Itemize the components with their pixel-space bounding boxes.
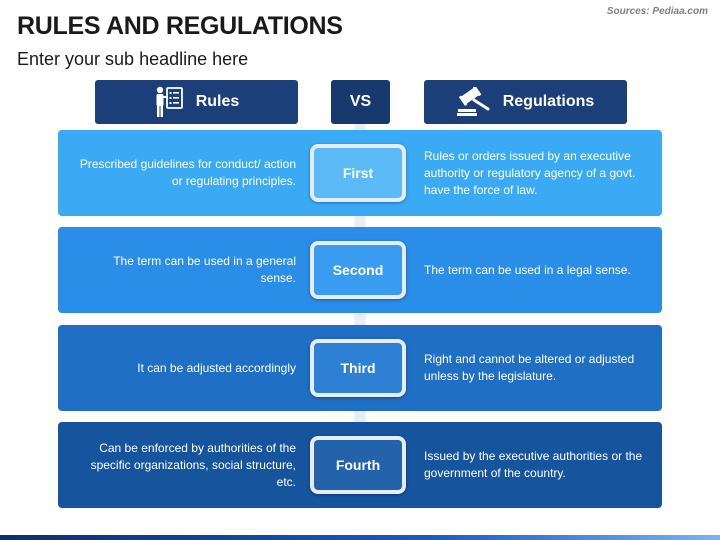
row-badge-label: Fourth xyxy=(315,441,401,489)
regulations-cell: The term can be used in a legal sense. xyxy=(424,262,631,277)
comparison-row-third: It can be adjusted accordingly Third Rig… xyxy=(58,325,662,411)
rules-header-label: Rules xyxy=(195,93,240,110)
row-badge: Fourth xyxy=(310,436,406,494)
rules-cell: The term can be used in a general sense. xyxy=(113,254,296,285)
rules-cell: Can be enforced by authorities of the sp… xyxy=(90,440,296,489)
regulations-cell: Issued by the executive authorities or t… xyxy=(424,449,643,480)
comparison-row-first: Prescribed guidelines for conduct/ actio… xyxy=(58,130,662,216)
regulations-header-label: Regulations xyxy=(502,93,595,110)
rules-cell: Prescribed guidelines for conduct/ actio… xyxy=(79,157,296,188)
row-badge-label: First xyxy=(315,149,401,197)
presenter-checklist-icon xyxy=(154,85,184,119)
vs-header: VS xyxy=(331,80,390,124)
regulations-header: Regulations xyxy=(424,80,627,124)
row-badge: Third xyxy=(310,339,406,397)
row-badge-label: Third xyxy=(315,344,401,392)
comparison-row-fourth: Can be enforced by authorities of the sp… xyxy=(58,422,662,508)
page-subtitle: Enter your sub headline here xyxy=(17,49,249,69)
rules-cell: It can be adjusted accordingly xyxy=(137,360,296,375)
page-title: RULES AND REGULATIONS xyxy=(17,12,343,40)
row-badge-label: Second xyxy=(315,246,401,294)
row-badge: Second xyxy=(310,241,406,299)
comparison-row-second: The term can be used in a general sense.… xyxy=(58,227,662,313)
source-note: Sources: Pediaa.com xyxy=(606,6,708,17)
gavel-icon xyxy=(456,87,491,117)
rules-header: Rules xyxy=(95,80,298,124)
regulations-cell: Right and cannot be altered or adjusted … xyxy=(424,352,635,383)
bottom-accent-bar xyxy=(0,535,720,540)
vs-label: VS xyxy=(349,93,372,110)
row-badge: First xyxy=(310,144,406,202)
regulations-cell: Rules or orders issued by an executive a… xyxy=(424,148,636,197)
